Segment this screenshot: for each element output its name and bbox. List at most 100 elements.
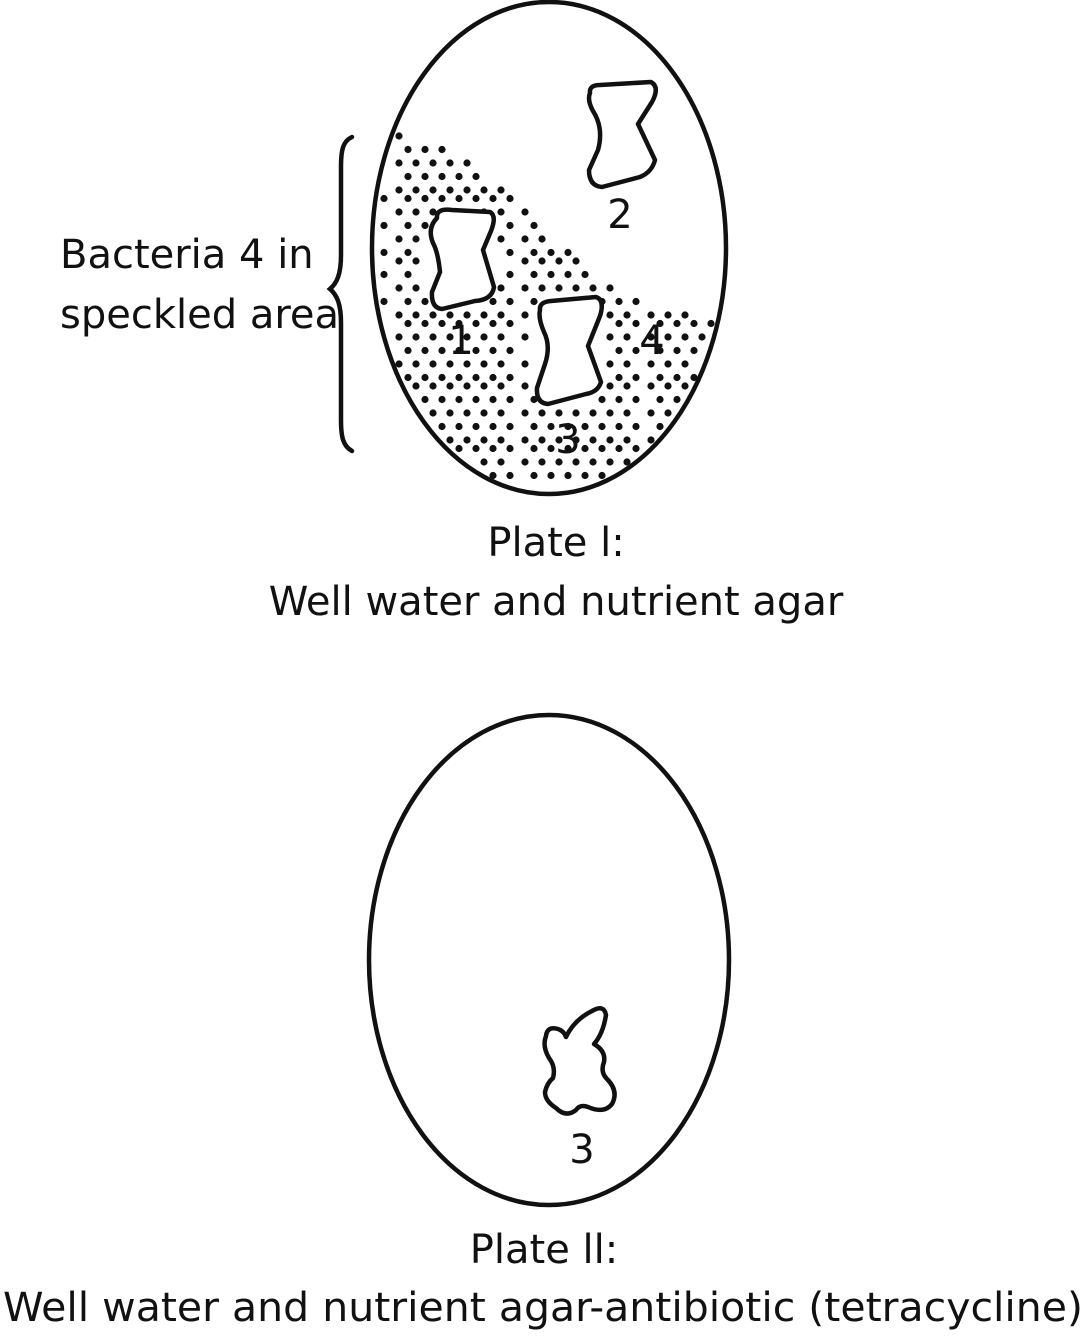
plate-1-caption-line-2: Well water and nutrient agar	[269, 579, 844, 625]
speckle-dot	[395, 208, 403, 216]
speckle-dot	[598, 444, 606, 453]
speckle-dot	[446, 360, 454, 368]
speckle-dot	[681, 382, 689, 390]
speckle-dot	[463, 159, 471, 167]
speckle-dot	[480, 360, 488, 368]
speckle-dot	[698, 333, 706, 341]
speckle-dot	[615, 395, 623, 404]
speckle-dot	[438, 373, 446, 382]
speckle-dot	[530, 221, 538, 230]
speckle-dot	[472, 395, 480, 404]
speckle-dot	[489, 194, 497, 203]
speckle-dot	[606, 311, 614, 319]
speckle-dot	[463, 333, 471, 341]
speckle-dot	[547, 471, 555, 480]
speckle-dot	[463, 360, 471, 368]
speckle-dot	[647, 436, 655, 444]
speckle-dot	[530, 248, 538, 257]
speckle-dot	[656, 373, 664, 382]
speckle-dot	[497, 360, 505, 368]
speckle-dot	[506, 471, 514, 480]
speckle-dot	[472, 194, 480, 203]
speckle-dot	[538, 436, 546, 444]
speckle-dot	[463, 382, 471, 390]
speckle-dot	[656, 319, 664, 328]
speckle-dot	[412, 333, 420, 341]
speckle-dot	[446, 436, 454, 444]
speckle-dot	[521, 436, 529, 444]
speckle-dot	[412, 186, 420, 194]
speckle-dot	[555, 458, 563, 466]
speckle-dot	[497, 284, 505, 292]
speckle-dot	[438, 422, 446, 431]
speckle-dot	[589, 409, 597, 417]
speckle-dot	[489, 471, 497, 480]
colony-label-1: 1	[448, 318, 473, 364]
speckle-dot	[615, 319, 623, 328]
speckle-dot	[480, 458, 488, 466]
speckle-dot	[446, 409, 454, 417]
speckle-dot	[606, 458, 614, 466]
speckle-dot	[455, 346, 463, 355]
speckle-dot	[521, 311, 529, 319]
speckle-dot	[421, 395, 429, 404]
speckle-dot	[429, 208, 437, 216]
speckle-dot	[497, 333, 505, 341]
speckle-dot	[506, 270, 514, 279]
speckle-dot	[446, 382, 454, 390]
speckle-dot	[404, 373, 412, 382]
speckle-dot	[664, 409, 672, 417]
speckle-dot	[480, 311, 488, 319]
speckle-dot	[489, 297, 497, 306]
speckle-dot	[656, 395, 664, 404]
plate-2-caption-line-2: Well water and nutrient agar-antibiotic …	[3, 1285, 1083, 1331]
speckle-dot	[497, 409, 505, 417]
speckle-dot	[395, 132, 403, 140]
speckle-dot	[404, 319, 412, 328]
speckle-dot	[656, 346, 664, 355]
speckle-dot	[606, 436, 614, 444]
speckle-dot	[606, 284, 614, 292]
speckle-dot	[497, 458, 505, 466]
speckle-dot	[395, 186, 403, 194]
speckle-dot	[598, 471, 606, 480]
speckle-dot	[632, 346, 640, 355]
speckle-dot	[421, 346, 429, 355]
speckle-dot	[506, 221, 514, 230]
speckle-dot	[606, 409, 614, 417]
speckle-dot	[429, 311, 437, 319]
speckle-dot	[506, 373, 514, 382]
speckle-dot	[664, 333, 672, 341]
speckle-dot	[564, 444, 572, 453]
speckle-dot	[446, 159, 454, 167]
speckle-dot	[489, 422, 497, 431]
speckle-dot	[632, 444, 640, 453]
speckle-dot	[395, 159, 403, 167]
speckle-dot	[647, 311, 655, 319]
speckle-dot	[589, 284, 597, 292]
speckle-dot	[412, 311, 420, 319]
speckle-dot	[446, 333, 454, 341]
speckle-dot	[681, 311, 689, 319]
speckle-dot	[521, 257, 529, 265]
speckle-dot	[581, 471, 589, 480]
speckle-dot	[472, 346, 480, 355]
speckle-dot	[647, 333, 655, 341]
speckle-dot	[472, 172, 480, 181]
speckle-dot	[421, 221, 429, 230]
speckle-dot	[572, 284, 580, 292]
speckle-dot	[497, 311, 505, 319]
speckle-dot	[438, 346, 446, 355]
speckle-dot	[564, 270, 572, 279]
speckle-dot	[632, 297, 640, 306]
speckle-dot	[506, 194, 514, 203]
speckle-dot	[421, 297, 429, 306]
speckle-dot	[707, 319, 715, 328]
speckle-dot	[572, 257, 580, 265]
speckle-dot	[606, 382, 614, 390]
speckle-dot	[581, 422, 589, 431]
speckle-dot	[480, 382, 488, 390]
speckle-dot	[395, 333, 403, 341]
speckle-dot	[530, 297, 538, 306]
speckle-dot	[429, 382, 437, 390]
